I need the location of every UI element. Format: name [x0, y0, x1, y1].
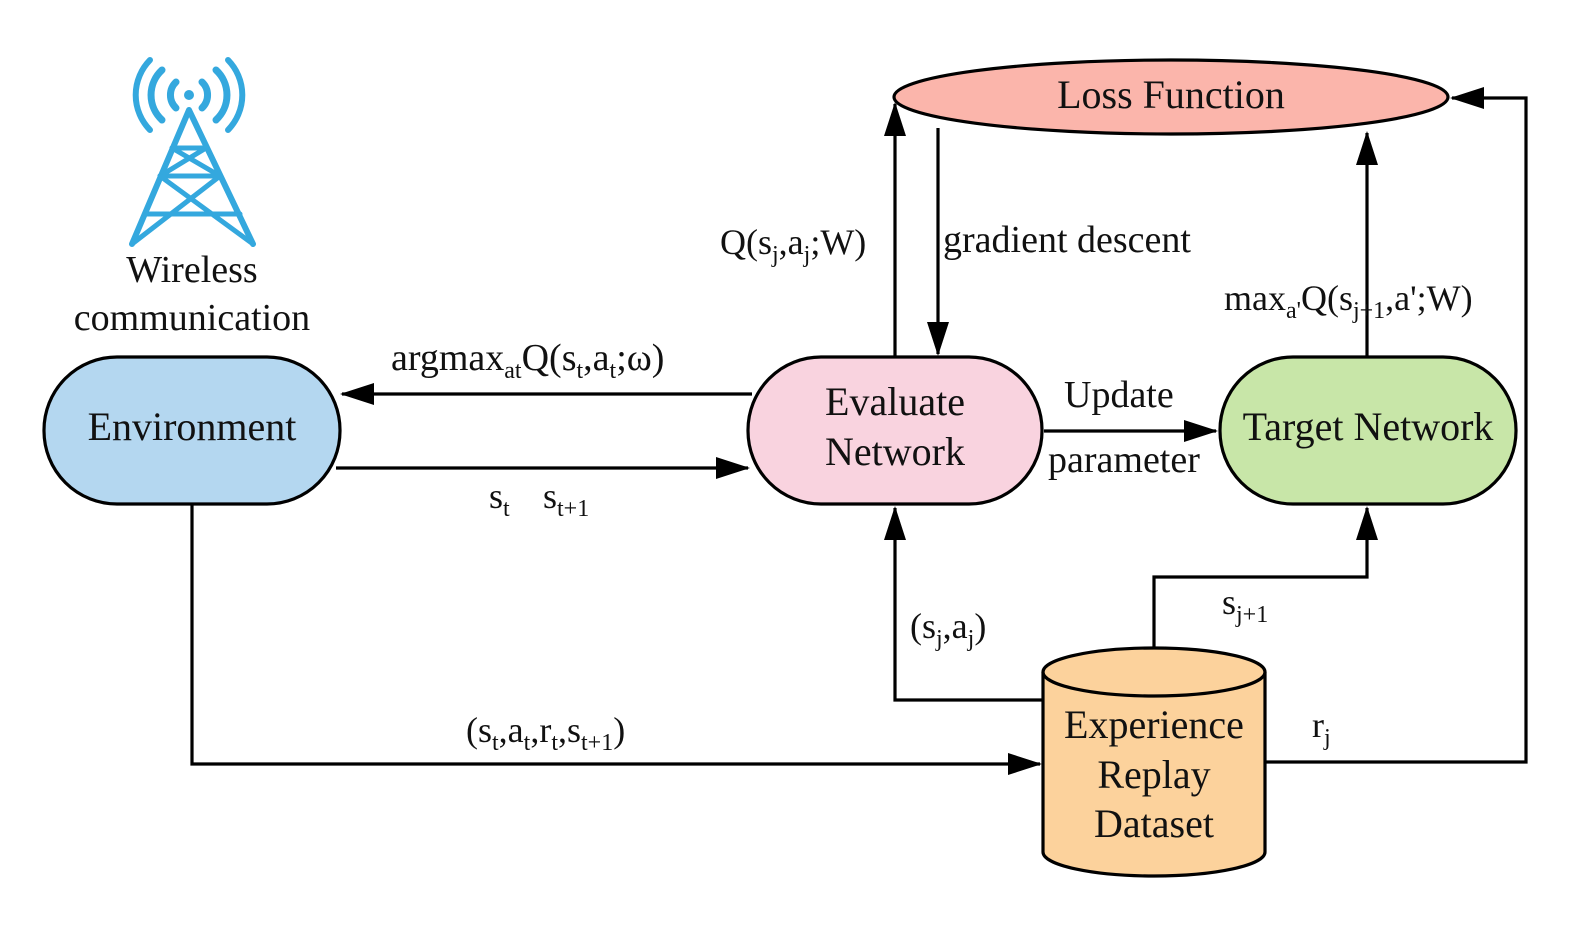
sample-sa-label: (sj,aj) [910, 606, 986, 652]
edge-transition-arrow [190, 505, 1042, 775]
evaluate-network-label-line2: Network [825, 429, 965, 474]
environment-node [42, 355, 342, 506]
replay-label-line3: Dataset [1094, 801, 1214, 846]
state-label-st1: st+1 [543, 476, 589, 522]
edge-next-state-arrow [1152, 506, 1378, 650]
state-label-st: st [489, 476, 510, 522]
target-network-label: Target Network [1243, 404, 1494, 449]
edge-reward-arrow [1266, 87, 1528, 764]
experience-replay-node [1041, 646, 1267, 878]
q-eval-label: Q(sj,aj;W) [720, 222, 866, 268]
replay-label-line2: Replay [1097, 752, 1210, 797]
loss-function-label: Loss Function [1057, 72, 1285, 117]
tower-label-line1: Wireless [126, 249, 257, 291]
wireless-tower-icon [129, 57, 256, 247]
max-target-label: maxa'Q(sj+1,a';W) [1224, 278, 1473, 324]
gradient-descent-label: gradient descent [943, 219, 1191, 261]
update-label-line2: parameter [1048, 439, 1200, 481]
edge-sample-arrow [884, 506, 1042, 702]
evaluate-network-label-line1: Evaluate [825, 379, 965, 424]
update-label-line1: Update [1064, 374, 1174, 416]
next-state-label: sj+1 [1222, 582, 1268, 628]
transition-label: (st,at,rt,st+1) [466, 710, 625, 756]
argmax-label: argmaxatQ(st,at;ω) [391, 337, 664, 384]
tower-label-line2: communication [74, 297, 310, 339]
replay-label-line1: Experience [1064, 702, 1244, 747]
evaluate-network-node [746, 355, 1044, 506]
reward-label: rj [1312, 705, 1331, 751]
loss-function-node [892, 58, 1450, 136]
target-network-node [1218, 355, 1518, 506]
environment-label: Environment [88, 404, 297, 449]
